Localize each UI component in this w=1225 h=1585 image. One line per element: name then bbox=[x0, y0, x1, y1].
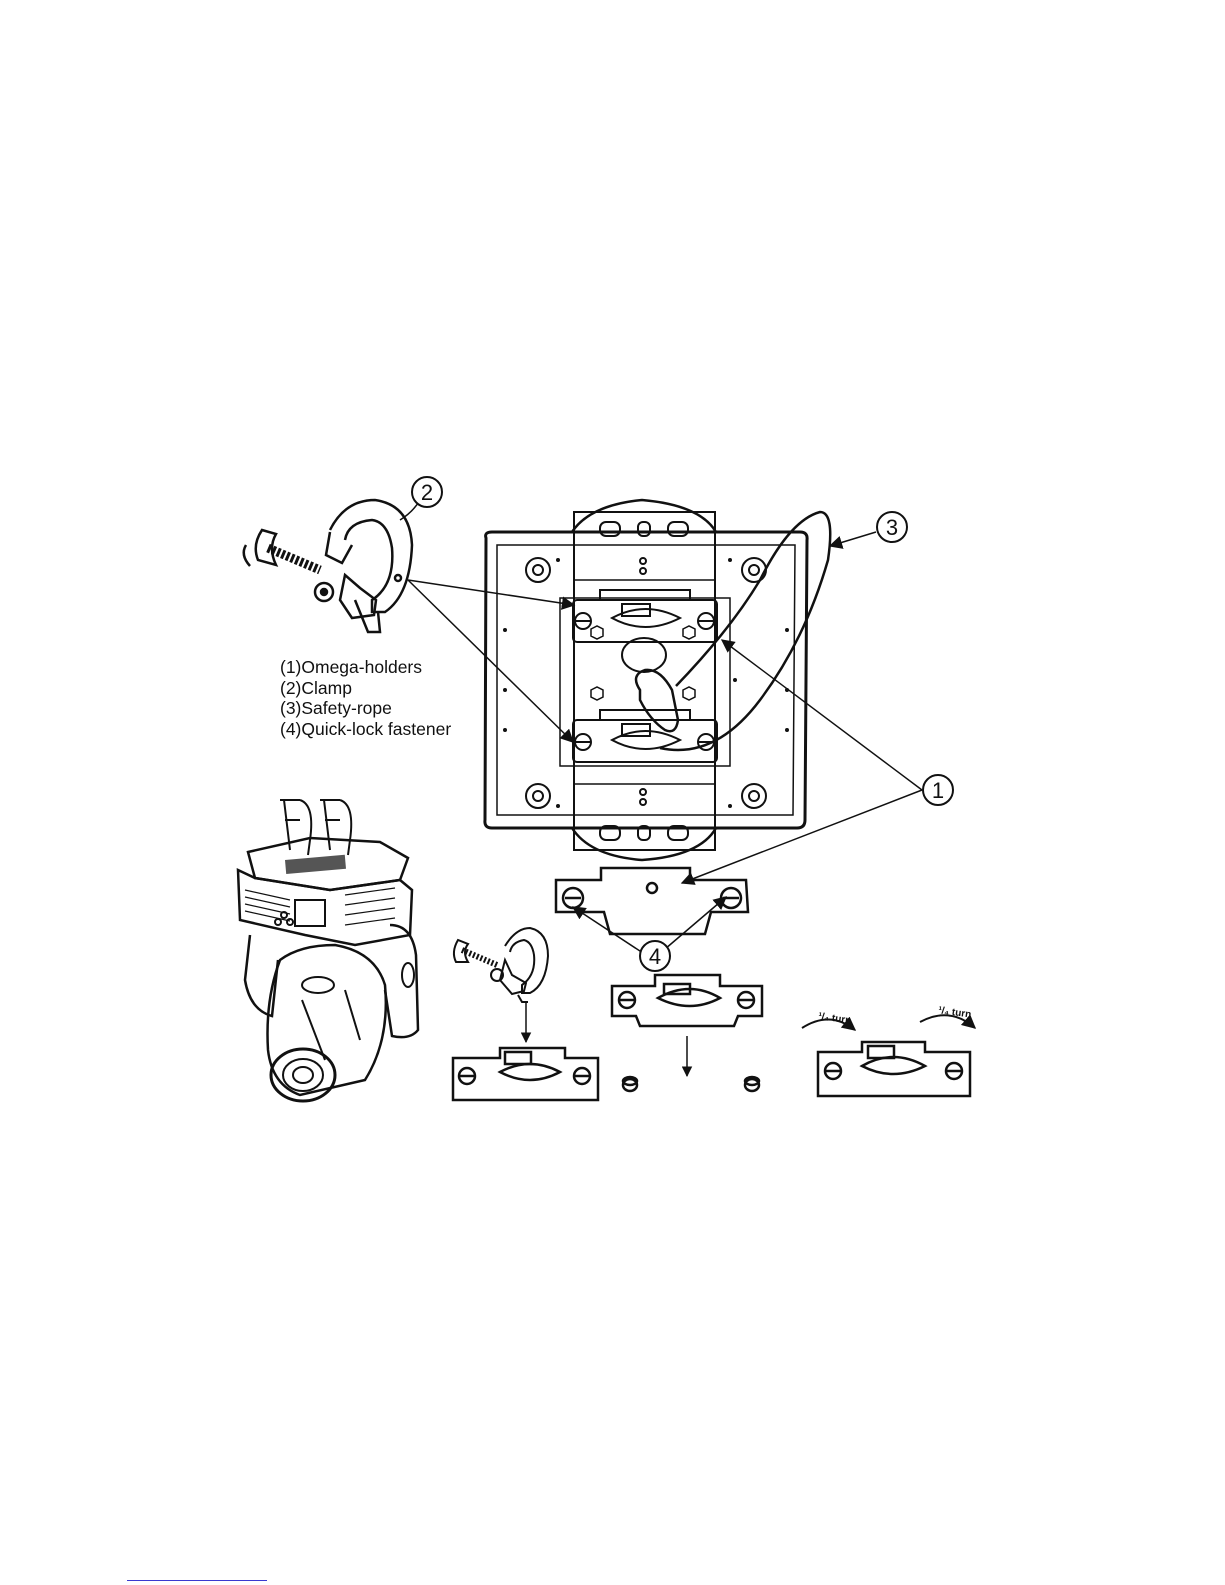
callout-4: 4 bbox=[640, 941, 670, 971]
legend-item-safety-rope: (3)Safety-rope bbox=[280, 698, 451, 719]
quick-lock-fastener-right bbox=[745, 1077, 759, 1091]
quick-lock-fastener-left bbox=[623, 1077, 637, 1091]
callout-1: 1 bbox=[923, 775, 953, 805]
clamp-illustration bbox=[244, 500, 412, 632]
omega-holder-detached bbox=[556, 868, 748, 934]
legend-item-clamp: (2)Clamp bbox=[280, 678, 451, 699]
turn-label-left: ¹/₄ turn bbox=[818, 1011, 852, 1026]
moving-head-fixture bbox=[238, 800, 418, 1101]
footer-rule bbox=[127, 1580, 267, 1581]
omega-holder-bottom-right bbox=[818, 1042, 970, 1096]
clamp-small-illustration bbox=[454, 928, 548, 1002]
base-plate-top-view bbox=[485, 500, 830, 860]
callout-2-label: 2 bbox=[421, 480, 433, 505]
omega-holder-with-clamp bbox=[612, 975, 762, 1026]
legend-item-quick-lock-fastener: (4)Quick-lock fastener bbox=[280, 719, 451, 740]
callout-3-label: 3 bbox=[886, 515, 898, 540]
legend-item-omega-holders: (1)Omega-holders bbox=[280, 657, 451, 678]
callout-2: 2 bbox=[412, 477, 442, 507]
callout-3: 3 bbox=[877, 512, 907, 542]
callout-1-label: 1 bbox=[932, 778, 944, 803]
callout-4-label: 4 bbox=[649, 944, 661, 969]
omega-holder-bottom-left bbox=[453, 1048, 598, 1100]
parts-legend: (1)Omega-holders (2)Clamp (3)Safety-rope… bbox=[280, 657, 451, 739]
turn-label-right: ¹/₄ turn bbox=[938, 1005, 972, 1020]
